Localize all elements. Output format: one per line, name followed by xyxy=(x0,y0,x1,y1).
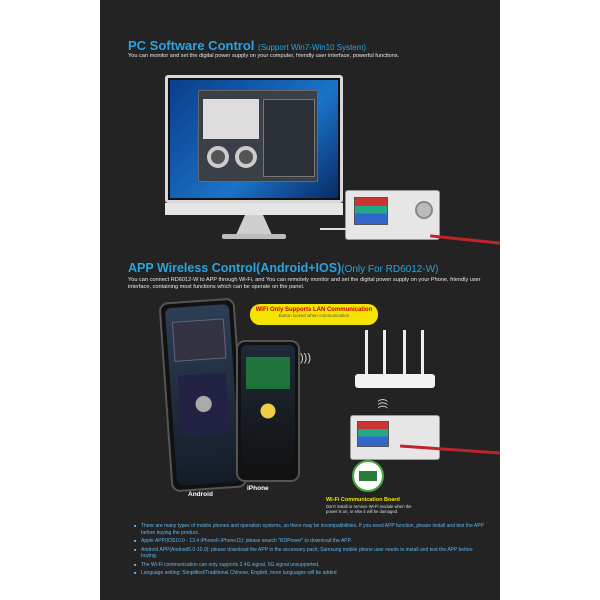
monitor-stand xyxy=(236,215,272,235)
callout-title: WiFi Only Supports LAN Communication xyxy=(255,307,373,313)
note-item: Apple APP(IOS10.0 - 13.4 iPhone6-iPhone1… xyxy=(134,538,490,545)
pc-section-description: You can monitor and set the digital powe… xyxy=(128,53,400,59)
wifi-icon: ))) xyxy=(377,398,389,409)
note-item: Language setting: Simplified/Traditional… xyxy=(134,570,490,577)
wireless-signal-icon: ))) xyxy=(300,352,311,364)
power-supply-device xyxy=(345,190,440,240)
android-phone xyxy=(158,297,248,493)
note-item: There are many types of mobile phones an… xyxy=(134,523,490,536)
monitor xyxy=(165,75,343,203)
pc-software-window xyxy=(198,90,318,182)
app-section-description: You can connect RD6012-W to APP through … xyxy=(128,277,481,290)
app-section-subtitle: (Only For RD6012-W) xyxy=(341,264,439,275)
app-section-title: APP Wireless Control(Android+IOS)(Only F… xyxy=(128,261,439,275)
wifi-board-image xyxy=(352,460,384,492)
pc-section-subtitle: (Support Win7-Win10 System) xyxy=(258,43,367,52)
power-supply-device-wifi xyxy=(350,415,440,460)
wifi-board-title: Wi-Fi Communication Board xyxy=(326,497,400,503)
pc-section-title: PC Software Control (Support Win7-Win10 … xyxy=(128,38,367,53)
monitor-chin xyxy=(165,203,343,215)
wifi-board-note: Don't install or remove Wi-Fi module whe… xyxy=(326,504,412,514)
note-item: The Wi-Fi communication can only support… xyxy=(134,562,490,569)
wifi-router xyxy=(355,330,435,390)
monitor-base xyxy=(222,234,286,239)
usb-cable xyxy=(320,228,348,230)
notes-list: There are many types of mobile phones an… xyxy=(134,523,490,579)
iphone xyxy=(236,340,300,482)
iphone-label: iPhone xyxy=(247,485,269,492)
callout-subtitle: Button locked when communication xyxy=(278,313,350,318)
android-label: Android xyxy=(188,491,213,498)
note-item: Android APP(Android5.0-10.0): please dow… xyxy=(134,547,490,560)
